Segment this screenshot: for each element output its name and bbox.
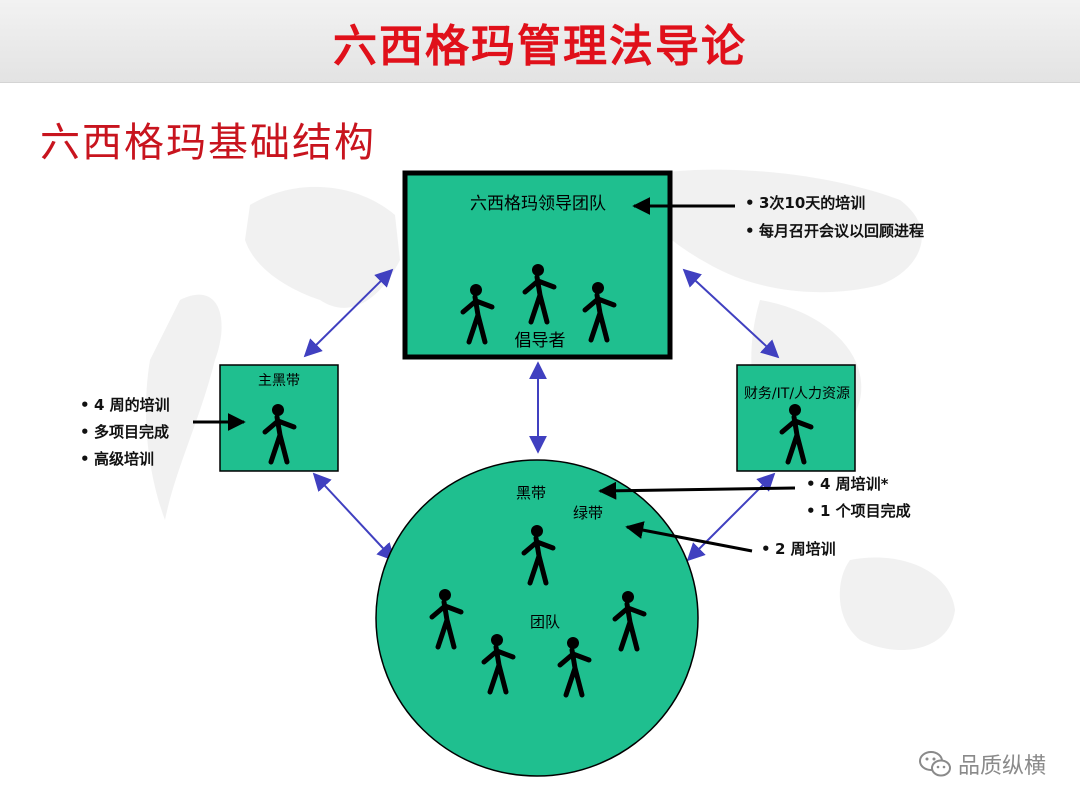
list-item: 2 周培训: [761, 536, 836, 563]
connector-master-team: [312, 472, 396, 562]
list-item: 1 个项目完成: [806, 498, 911, 525]
wechat-icon: [918, 751, 951, 777]
callout-arrows: [193, 197, 796, 553]
leadership-notes: 3次10天的培训 每月召开会议以回顾进程: [745, 190, 955, 241]
team-circle: [375, 459, 699, 777]
green-belt-label: 绿带: [573, 504, 603, 522]
list-item: 3次10天的培训: [745, 190, 955, 217]
black-belt-label: 黑带: [516, 484, 546, 502]
master-black-belt-title: 主黑带: [258, 373, 300, 389]
team-label: 团队: [530, 613, 560, 631]
header-band: [0, 0, 1080, 83]
list-item: 4 周的培训: [80, 392, 170, 419]
master-notes: 4 周的培训 多项目完成 高级培训: [80, 392, 170, 473]
green-belt-notes: 2 周培训: [761, 536, 836, 563]
black-belt-callout-arrow: [598, 481, 796, 500]
watermark-text: 品质纵横: [957, 754, 1046, 779]
section-title: 六西格玛基础结构: [40, 120, 376, 166]
list-item: 多项目完成: [80, 419, 170, 446]
page-title: 六西格玛管理法导论: [333, 21, 747, 72]
support-title: 财务/IT/人力资源: [744, 386, 850, 402]
green-belt-callout-arrow: [625, 521, 753, 553]
connector-leadership-support: [682, 268, 780, 359]
watermark: 品质纵横: [918, 748, 1046, 780]
leadership-title: 六西格玛领导团队: [470, 194, 606, 214]
connector-leadership-master: [303, 268, 394, 358]
leadership-sub: 倡导者: [515, 331, 566, 351]
list-item: 每月召开会议以回顾进程: [745, 221, 959, 241]
black-belt-notes: 4 周培训* 1 个项目完成: [806, 471, 911, 525]
list-item: 高级培训: [80, 446, 170, 473]
list-item: 4 周培训*: [806, 471, 911, 498]
